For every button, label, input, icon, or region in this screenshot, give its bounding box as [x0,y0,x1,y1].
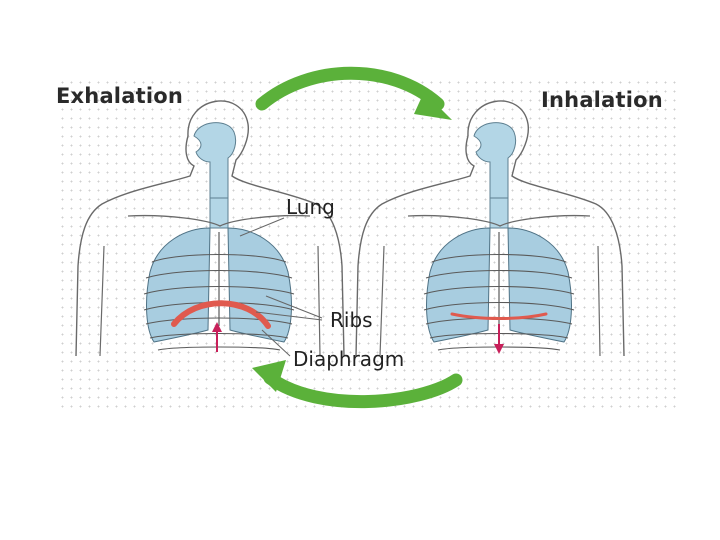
diaphragm-up-arrowhead [212,322,222,332]
diaphragm-label: Diaphragm [293,347,405,371]
lung-label: Lung [286,195,335,219]
exhalation-title: Exhalation [56,84,183,108]
cycle-arrow-bottom-head [252,360,286,392]
diaphragm-inhalation [450,312,548,320]
cycle-arrow-top-head [414,92,452,120]
dotted-grid-background [58,78,678,414]
cycle-arrow-bottom [263,371,463,409]
ribs-label: Ribs [330,308,373,332]
leader-lines [239,217,323,357]
inhalation-title: Inhalation [541,88,663,112]
diaphragm-exhalation [171,300,271,329]
diaphragm-down-arrowhead [494,344,504,354]
cycle-arrow-top [255,66,445,111]
